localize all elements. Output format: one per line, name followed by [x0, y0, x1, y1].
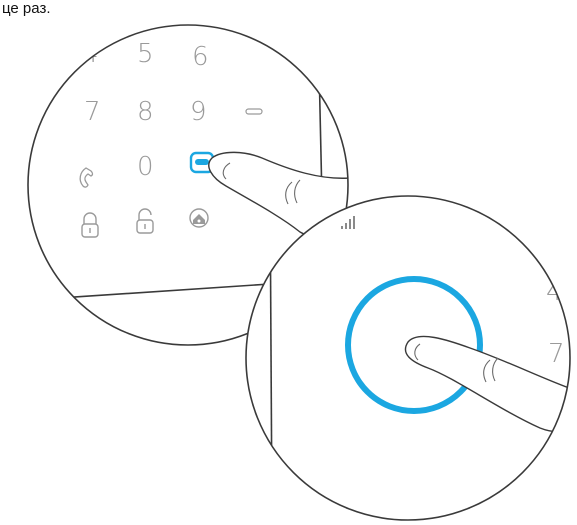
- key-7[interactable]: 7: [84, 97, 101, 127]
- key-6[interactable]: 6: [192, 42, 209, 72]
- key-0[interactable]: 0: [137, 152, 154, 182]
- key-8[interactable]: 8: [137, 97, 154, 127]
- key-5[interactable]: 5: [137, 39, 154, 69]
- edge-digit-7: 7: [548, 339, 565, 369]
- key-9[interactable]: 9: [190, 97, 207, 127]
